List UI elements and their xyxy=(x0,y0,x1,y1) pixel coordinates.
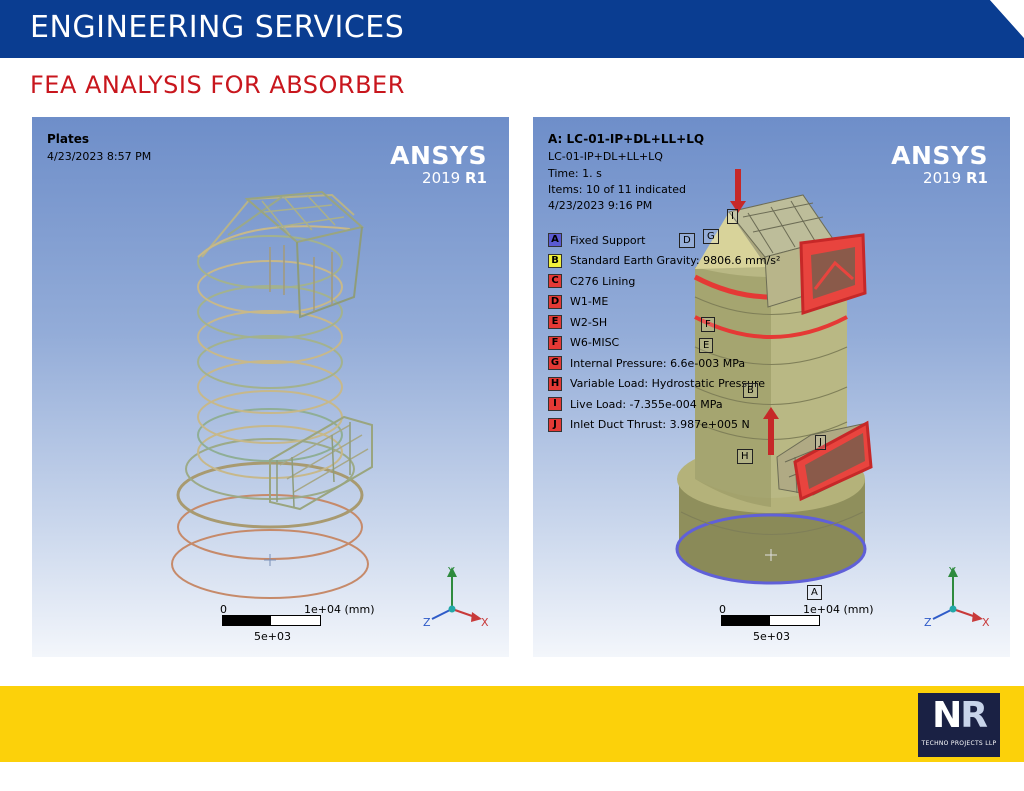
legend-key: A xyxy=(548,233,562,248)
ansys-version: 2019 xyxy=(422,169,465,187)
legend-item-a: A Fixed Support xyxy=(548,230,780,251)
ansys-logo: ANSYS 2019 R1 xyxy=(891,141,988,188)
logo-mark-r: R xyxy=(960,695,988,736)
axis-z-label: Z xyxy=(924,616,932,629)
callout-h: H xyxy=(737,449,753,464)
legend-label: W2-SH xyxy=(570,315,608,329)
callout-f: F xyxy=(701,317,715,332)
ansys-release: R1 xyxy=(465,169,487,187)
panel-date: 4/23/2023 9:16 PM xyxy=(548,199,653,212)
legend-key: J xyxy=(548,417,562,432)
scale-zero: 0 xyxy=(719,603,726,616)
ansys-release: R1 xyxy=(966,169,988,187)
legend-key: H xyxy=(548,376,562,391)
legend-item-h: H Variable Load: Hydrostatic Pressure xyxy=(548,374,780,395)
panel-date: 4/23/2023 8:57 PM xyxy=(47,150,152,163)
logo-company-name: TECHNO PROJECTS LLP xyxy=(921,740,997,747)
legend-key: G xyxy=(548,356,562,371)
scale-max: 1e+04 (mm) xyxy=(304,603,375,616)
legend-label: Inlet Duct Thrust: 3.987e+005 N xyxy=(570,418,750,432)
panel-subtitle: LC-01-IP+DL+LL+LQ xyxy=(548,150,663,163)
legend-label: Internal Pressure: 6.6e-003 MPa xyxy=(570,356,746,370)
legend-item-e: E W2-SH xyxy=(548,312,780,333)
legend-item-i: I Live Load: -7.355e-004 MPa xyxy=(548,394,780,415)
callout-j: J xyxy=(815,435,826,450)
header-banner: ENGINEERING SERVICES xyxy=(0,0,1024,58)
legend-key: I xyxy=(548,397,562,412)
load-case-view-panel[interactable]: A: LC-01-IP+DL+LL+LQ LC-01-IP+DL+LL+LQ T… xyxy=(533,117,1010,657)
company-logo: NR TECHNO PROJECTS LLP xyxy=(918,693,1000,757)
header-banner-shape xyxy=(0,0,1024,58)
ansys-logo: ANSYS 2019 R1 xyxy=(390,141,487,188)
footer-band xyxy=(0,686,1024,762)
axis-triad xyxy=(431,567,482,622)
panel-items: Items: 10 of 11 indicated xyxy=(548,183,686,196)
ansys-brand-name: ANSYS xyxy=(390,141,487,170)
scale-bar xyxy=(721,615,820,626)
callout-d: D xyxy=(679,233,695,248)
scale-mid: 5e+03 xyxy=(753,630,790,643)
legend-item-d: D W1-ME xyxy=(548,292,780,313)
legend-item-b: B Standard Earth Gravity: 9806.6 mm/s² xyxy=(548,251,780,272)
plates-view-panel[interactable]: Plates 4/23/2023 8:57 PM ANSYS 2019 R1 0… xyxy=(32,117,509,657)
legend-label: W6-MISC xyxy=(570,336,620,350)
legend-label: Variable Load: Hydrostatic Pressure xyxy=(570,377,766,391)
axis-z-label: Z xyxy=(423,616,431,629)
panel-time: Time: 1. s xyxy=(548,167,602,180)
callout-g: G xyxy=(703,229,719,244)
logo-mark-n: N xyxy=(932,695,962,736)
axis-x-label: X xyxy=(481,616,489,629)
legend-key: D xyxy=(548,294,562,309)
page-subtitle: FEA ANALYSIS FOR ABSORBER xyxy=(30,71,405,99)
scale-bar xyxy=(222,615,321,626)
scale-max: 1e+04 (mm) xyxy=(803,603,874,616)
axis-y-label: Y xyxy=(448,565,455,578)
legend-item-j: J Inlet Duct Thrust: 3.987e+005 N xyxy=(548,415,780,436)
axis-x-label: X xyxy=(982,616,990,629)
legend-key: C xyxy=(548,274,562,289)
legend-key: F xyxy=(548,335,562,350)
axis-y-label: Y xyxy=(949,565,956,578)
panel-title: Plates xyxy=(47,132,90,146)
scale-mid: 5e+03 xyxy=(254,630,291,643)
ansys-brand-name: ANSYS xyxy=(891,141,988,170)
legend-item-f: F W6-MISC xyxy=(548,333,780,354)
legend-key: B xyxy=(548,253,562,268)
callout-e: E xyxy=(699,338,714,353)
plates-wireframe-model xyxy=(171,190,373,599)
legend-label: Standard Earth Gravity: 9806.6 mm/s² xyxy=(570,254,781,268)
legend-label: C276 Lining xyxy=(570,274,636,288)
callout-b: B xyxy=(743,383,758,398)
legend-label: Live Load: -7.355e-004 MPa xyxy=(570,397,723,411)
legend-label: Fixed Support xyxy=(570,233,646,247)
legend-key: E xyxy=(548,315,562,330)
legend-item-c: C C276 Lining xyxy=(548,271,780,292)
axis-triad xyxy=(932,567,983,622)
absorber-load-model xyxy=(675,169,873,585)
scale-zero: 0 xyxy=(220,603,227,616)
legend-label: W1-ME xyxy=(570,295,609,309)
callout-i: I xyxy=(727,209,738,224)
header-title: ENGINEERING SERVICES xyxy=(30,10,405,45)
legend-item-g: G Internal Pressure: 6.6e-003 MPa xyxy=(548,353,780,374)
callout-a: A xyxy=(807,585,822,600)
panel-title: A: LC-01-IP+DL+LL+LQ xyxy=(548,132,705,146)
ansys-version: 2019 xyxy=(923,169,966,187)
